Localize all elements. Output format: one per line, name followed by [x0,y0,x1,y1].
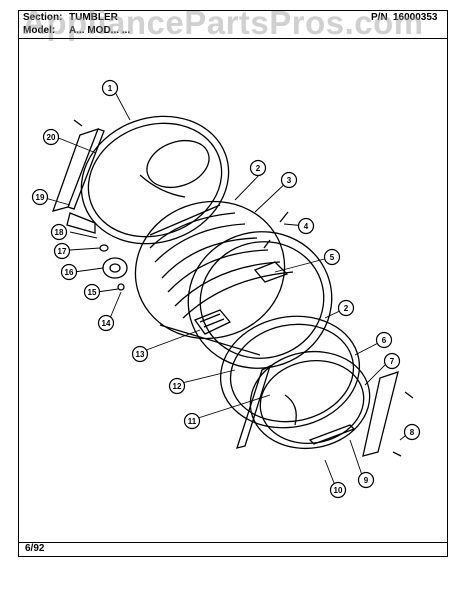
callout-label: 3 [287,176,292,185]
rear-drum-head [80,115,230,245]
callout-label: 19 [36,193,45,202]
callout-3: 3 [280,171,298,189]
section-label: Section: [23,12,63,23]
callout-label: 1 [108,84,113,93]
callout-label: 8 [410,428,415,437]
diagram-frame [18,38,448,543]
callout-16: 16 [60,263,78,281]
callout-label: 7 [390,357,395,366]
callout-label: 18 [55,228,64,237]
callout-label: 2 [344,304,349,313]
callout-circle [323,248,341,266]
callout-label: 5 [330,253,335,262]
callout-label: 16 [65,268,74,277]
callout-label: 2 [256,164,261,173]
callout-circle [280,171,298,189]
pn-value: 16000353 [393,12,438,23]
callout-label: 4 [304,222,309,231]
drum-cylinder [134,200,333,369]
callout-5: 5 [323,248,341,266]
callout-circle [183,412,201,430]
front-brackets [236,364,399,457]
callout-circle [357,471,375,489]
callout-circle [337,299,355,317]
hardware [73,119,414,457]
callout-label: 12 [173,382,182,391]
diagram-footer: 6/92 [18,543,448,557]
callout-circle [249,159,267,177]
callout-9: 9 [357,471,375,489]
callout-circle [83,283,101,301]
callout-circle [168,377,186,395]
watermark: AppliancePartsPros.com [22,4,424,41]
drum-baffles [193,261,289,335]
callout-label: 11 [188,417,197,426]
callout-circle [383,352,401,370]
callout-1: 1 [101,79,119,97]
footer-date: 6/92 [25,543,45,554]
callout-label: 14 [102,319,111,328]
callout-label: 10 [334,486,343,495]
callout-2: 2 [337,299,355,317]
callout-circle [60,263,78,281]
callout-15: 15 [83,283,101,301]
callout-circle [329,481,347,499]
callout-circle [131,345,149,363]
callout-circle [97,314,115,332]
callout-4: 4 [297,217,315,235]
callout-circle [297,217,315,235]
callout-circle [50,223,68,241]
callout-18: 18 [50,223,68,241]
callout-2: 2 [249,159,267,177]
callout-7: 7 [383,352,401,370]
callout-19: 19 [31,188,49,206]
callout-circle [53,242,71,260]
callout-circle [31,188,49,206]
callout-label: 15 [88,288,97,297]
callout-13: 13 [131,345,149,363]
callout-11: 11 [183,412,201,430]
front-seal-ring [219,315,361,429]
callout-circle [42,128,60,146]
callout-20: 20 [42,128,60,146]
section-value: TUMBLER [69,12,118,23]
drum-pulley [102,257,128,279]
callout-label: 6 [382,336,387,345]
callout-circle [375,331,393,349]
callout-circle [101,79,119,97]
callout-label: 20 [47,133,56,142]
callout-8: 8 [403,423,421,441]
callout-14: 14 [97,314,115,332]
model-label: Model: [23,25,56,36]
callout-10: 10 [329,481,347,499]
pn-label: P/N [371,12,388,23]
callout-6: 6 [375,331,393,349]
callout-17: 17 [53,242,71,260]
callout-12: 12 [168,377,186,395]
callout-label: 17 [58,247,67,256]
rear-bracket [51,127,105,234]
diagram-header: Section: TUMBLER Model: A... MOD... ... … [18,10,448,38]
model-value: A... MOD... ... [69,25,131,36]
leader-lines [44,91,411,489]
callout-label: 13 [136,350,145,359]
callout-label: 9 [364,476,369,485]
callout-circle [403,423,421,441]
